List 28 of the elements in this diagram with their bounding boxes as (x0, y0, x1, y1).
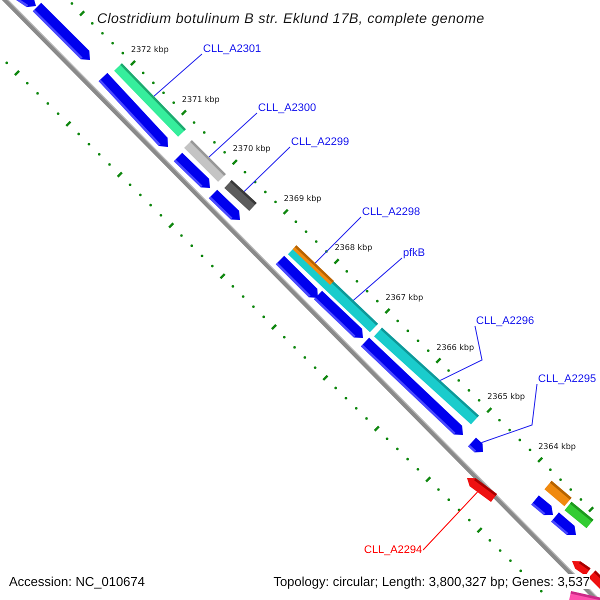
leader-line (481, 384, 538, 444)
gene-label: CLL_A2299 (291, 136, 350, 148)
leader-line (314, 216, 362, 264)
gene-feature (467, 478, 497, 502)
gene-label: CLL_A2295 (538, 373, 596, 385)
gene-label: CLL_A2298 (362, 206, 420, 218)
map-title: Clostridium botulinum B str. Eklund 17B, complete genome (95, 10, 487, 26)
gene-label: CLL_A2300 (258, 102, 316, 114)
position-label: 2368 kbp (334, 243, 372, 254)
position-label: 2370 kbp (232, 144, 270, 154)
leader-line (422, 492, 478, 550)
gene-label: CLL_A2296 (476, 315, 534, 327)
gene-bar (224, 180, 257, 211)
gene-label: CLL_A2301 (203, 43, 262, 55)
gene-bar (184, 140, 226, 182)
leader-line (440, 326, 483, 381)
gene-label: pfkB (403, 247, 426, 259)
position-label: 2369 kbp (284, 194, 322, 204)
genome-summary-text: Topology: circular; Length: 3,800,327 bp; Genes: 3,537 (273, 574, 590, 589)
position-label: 2364 kbp (538, 442, 576, 452)
accession-text: Accession: NC_010674 (9, 574, 145, 589)
gene-label: CLL_A2294 (364, 544, 422, 556)
position-label: 2371 kbp (182, 94, 220, 105)
gene-feature (468, 438, 483, 452)
gene-bar (374, 328, 479, 424)
position-label: 2366 kbp (436, 342, 474, 353)
position-label: 2365 kbp (487, 392, 525, 402)
leader-line (244, 146, 290, 192)
